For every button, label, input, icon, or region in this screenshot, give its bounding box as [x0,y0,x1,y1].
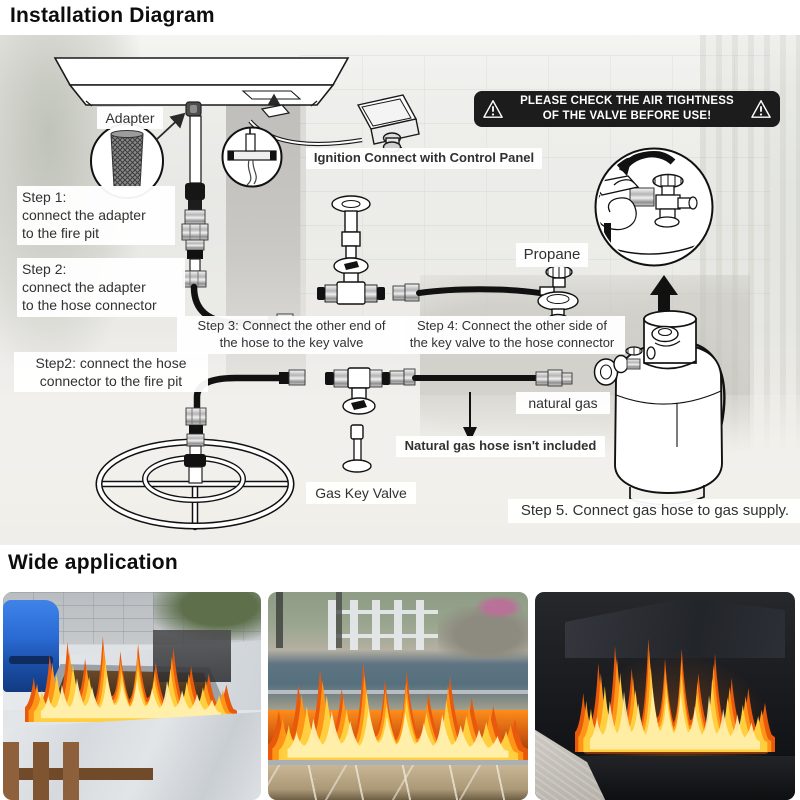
propane-regulator [537,265,579,323]
wide-application-title: Wide application [8,551,178,574]
wooden-chair [3,742,153,800]
step4-label: Step 4: Connect the other side of the ke… [399,316,625,354]
step5-label: Step 5. Connect gas hose to gas supply. [508,499,800,523]
igniter-detail-circle [221,126,283,188]
step3-label: Step 3: Connect the other end of the hos… [177,316,406,354]
propane-label: Propane [516,243,588,267]
photo-poolside-firepit [268,592,528,800]
step2-label: Step 2: connect the adapter to the hose … [17,258,185,317]
arrow-up-icon [650,275,678,311]
fire-pit-pan [53,57,350,107]
natural-gas-hose [389,368,573,387]
natural-gas-label: natural gas [516,392,610,415]
pit-rim-top [268,690,528,694]
warning-text: PLEASE CHECK THE AIR TIGHTNESS OF THE VA… [520,95,734,122]
page-title: Installation Diagram [10,4,215,27]
adapter-label: Adapter [97,107,163,130]
tank-connection-detail-circle [594,147,714,267]
flames [575,638,775,752]
warning-icon [483,100,503,118]
photo-outdoor-kitchen-firepit [3,592,261,800]
step2b-label: Step2: connect the hose connector to the… [14,352,208,393]
gas-key-valve [325,367,390,473]
flames [268,662,528,762]
gas-key-valve-label: Gas Key Valve [306,482,416,505]
adapter-detail-circle [90,123,164,199]
step1-label: Step 1: connect the adapter to the fire … [17,186,175,245]
warning-banner: PLEASE CHECK THE AIR TIGHTNESS OF THE VA… [474,91,780,127]
ignition-label: Ignition Connect with Control Panel [306,148,542,169]
arrow-down-icon [463,392,477,442]
flames [25,636,237,722]
valve-to-propane-hose [392,283,543,302]
flowers [476,596,522,618]
warning-icon [751,100,771,118]
pit-rim-bottom [268,760,528,765]
pergola-posts [276,592,426,648]
pan-gas-connector [185,101,202,117]
key-valve-upper [317,195,385,305]
flagstone-ledge [268,765,528,800]
installation-diagram-section: PLEASE CHECK THE AIR TIGHTNESS OF THE VA… [0,35,800,545]
diagram-line-art [53,57,726,531]
adapter-arrow [155,112,186,141]
photo-indoor-fireplace [535,592,795,800]
natural-gas-note: Natural gas hose isn't included [396,436,605,457]
ignition-bracket [260,93,291,118]
